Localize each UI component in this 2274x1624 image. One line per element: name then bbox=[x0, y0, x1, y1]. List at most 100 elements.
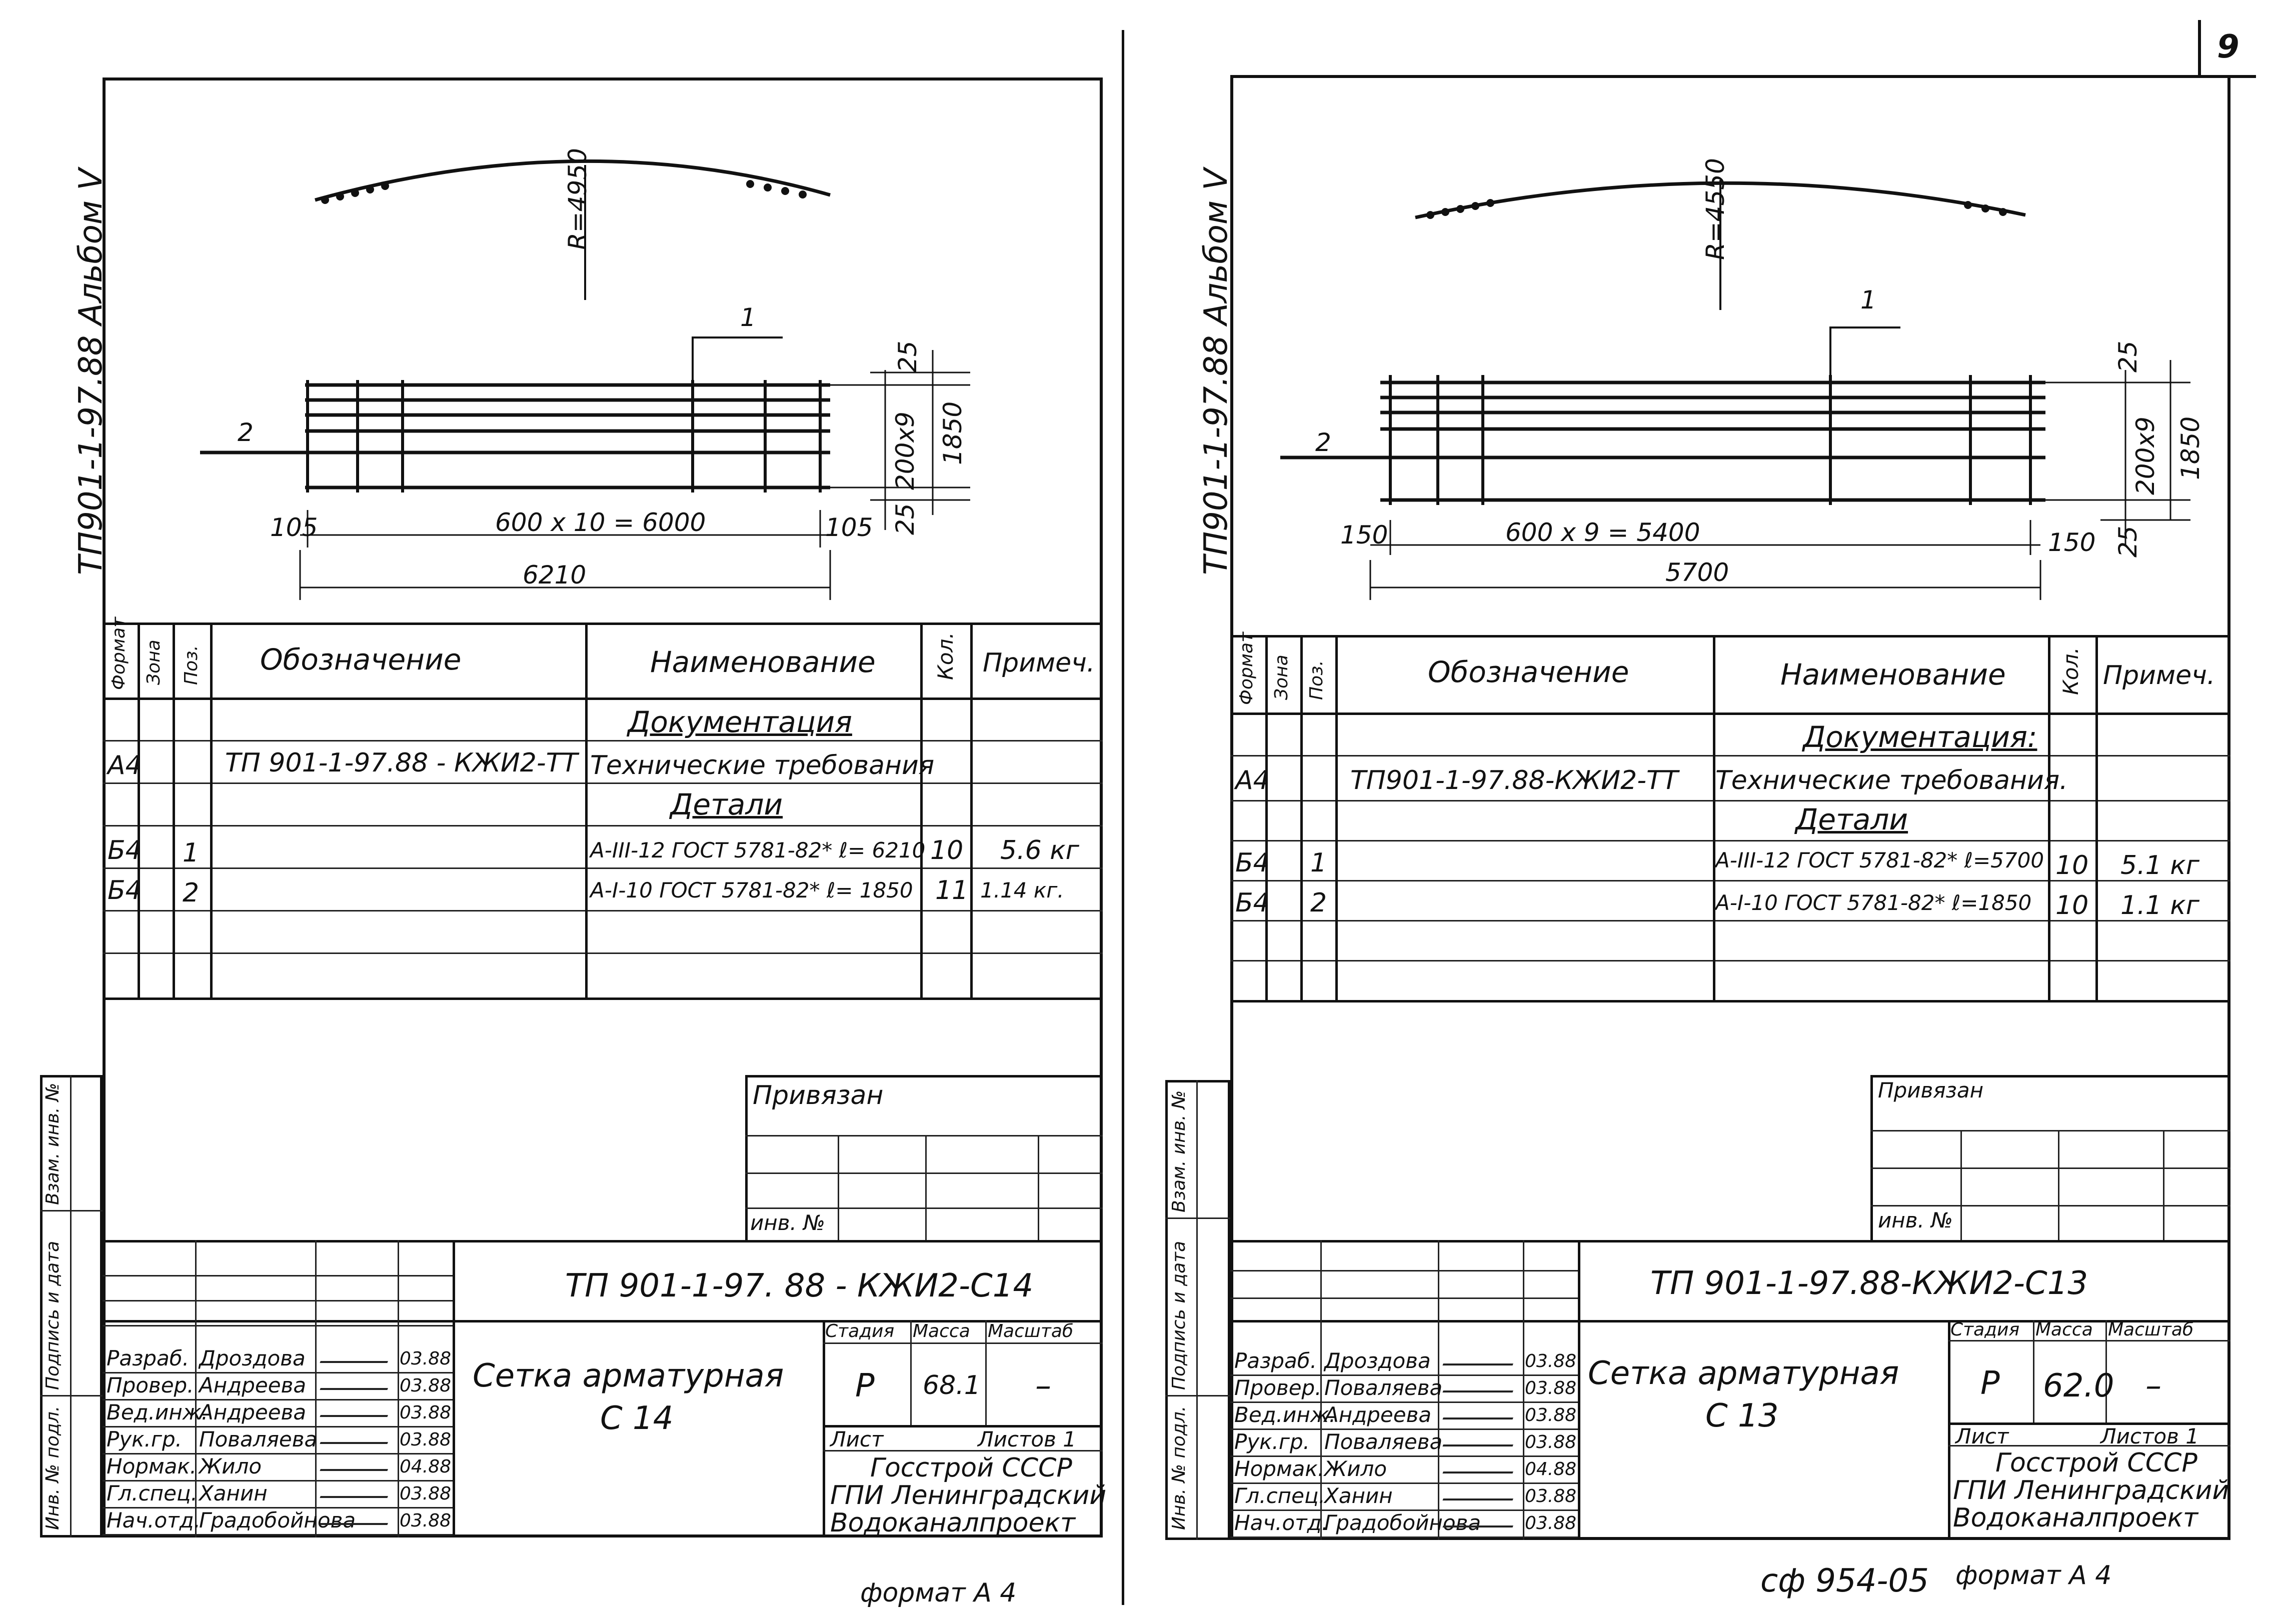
mesh-drawing bbox=[200, 159, 970, 600]
signer-name: Дроздова bbox=[199, 1346, 306, 1370]
signer-role: Разраб. bbox=[107, 1346, 190, 1370]
signature-scribble bbox=[320, 1437, 390, 1444]
stage-header: Стадия bbox=[1950, 1320, 2020, 1340]
spec-header-name: Наименование bbox=[650, 645, 876, 679]
signer-date: 03.88 bbox=[400, 1510, 452, 1531]
spec-row-pos: 1 bbox=[1310, 848, 1327, 878]
spec-row-name: А-I-10 ГОСТ 5781-82* ℓ= 1850 bbox=[590, 878, 913, 902]
signer-date: 03.88 bbox=[1525, 1351, 1577, 1372]
signer-date: 04.88 bbox=[400, 1456, 452, 1477]
list-label: Лист bbox=[1955, 1424, 2009, 1448]
signer-role: Вед.инж. bbox=[107, 1400, 208, 1424]
signer-date: 03.88 bbox=[1525, 1513, 1577, 1534]
spec-header-note: Примеч. bbox=[2103, 660, 2215, 690]
spec-row-name: А-III-12 ГОСТ 5781-82* ℓ= 6210 bbox=[590, 838, 926, 862]
spec-row-qty: 10 bbox=[2055, 890, 2089, 920]
mass-value: 68.1 bbox=[923, 1370, 981, 1400]
spec-row-name: Детали bbox=[670, 788, 783, 822]
mass-header: Масса bbox=[2035, 1320, 2093, 1340]
spec-row-name: Документация: bbox=[1803, 720, 2037, 754]
signer-row-line bbox=[1230, 1456, 1578, 1457]
dim-left-end: 105 bbox=[270, 513, 318, 542]
signer-role: Провер. bbox=[1234, 1376, 1322, 1400]
spec-header-qty: Кол. bbox=[2058, 647, 2083, 695]
doc-title-sub: С 14 bbox=[600, 1400, 674, 1437]
dim-top: 25 bbox=[2113, 340, 2142, 372]
scale-value: – bbox=[1035, 1368, 1051, 1404]
signer-row-line bbox=[103, 1399, 453, 1400]
spec-row-name: Документация bbox=[628, 705, 852, 739]
spec-row-qty: 11 bbox=[935, 876, 969, 906]
side-stamp-sep-2 bbox=[1165, 1395, 1230, 1396]
spec-row-designation: ТП901-1-97.88-КЖИ2-ТТ bbox=[1350, 766, 1678, 796]
stage-header: Стадия bbox=[825, 1321, 895, 1342]
signer-row-line bbox=[103, 1453, 453, 1454]
spec-row-pos: 2 bbox=[183, 878, 200, 908]
signer-role: Нач.отд. bbox=[1234, 1510, 1329, 1535]
signer-name: Андреева bbox=[199, 1373, 307, 1398]
dim-span: 600 х 10 = 6000 bbox=[495, 508, 706, 537]
callout-1: 1 bbox=[1860, 286, 1876, 314]
sheet-frame bbox=[1230, 75, 2230, 1540]
signer-role: Гл.спец. bbox=[107, 1481, 198, 1506]
spec-row-name: А-III-12 ГОСТ 5781-82* ℓ=5700 bbox=[1715, 848, 2044, 872]
mass-value: 62.0 bbox=[2043, 1368, 2114, 1404]
spec-top-line bbox=[1230, 635, 2230, 638]
signature-scribble bbox=[1442, 1494, 1515, 1500]
signer-role: Гл.спец. bbox=[1234, 1484, 1325, 1508]
signature-scribble bbox=[1442, 1466, 1515, 1474]
sheets-count: Листов 1 bbox=[978, 1427, 1076, 1452]
title-block-top bbox=[103, 1240, 1103, 1242]
spec-bottom-line bbox=[1230, 1000, 2230, 1002]
signature-scribble bbox=[1442, 1358, 1515, 1366]
dim-right-end: 105 bbox=[825, 513, 873, 542]
doc-title-sub: С 13 bbox=[1705, 1398, 1779, 1434]
title-block-top bbox=[1230, 1240, 2230, 1242]
signature-scribble bbox=[320, 1383, 390, 1390]
privyazan-label: Привязан bbox=[753, 1080, 884, 1110]
signer-date: 03.88 bbox=[1525, 1378, 1577, 1398]
signer-date: 03.88 bbox=[400, 1430, 452, 1450]
side-stamp bbox=[1165, 1080, 1230, 1540]
spec-row-format: А4 bbox=[1235, 766, 1270, 796]
side-stamp-sep-1 bbox=[40, 1210, 103, 1212]
mesh-drawing bbox=[1280, 180, 2190, 600]
signature-scribble bbox=[1442, 1386, 1515, 1392]
privyazan-block bbox=[745, 1075, 1103, 1240]
inv-no-label: инв. № bbox=[1878, 1208, 1953, 1232]
spec-row-format: Б4 bbox=[108, 836, 142, 866]
signer-date: 03.88 bbox=[400, 1376, 452, 1396]
spec-top-line bbox=[103, 622, 1103, 625]
doc-code: ТП 901-1-97.88-КЖИ2-С13 bbox=[1650, 1265, 2088, 1302]
spec-header-designation: Обозначение bbox=[260, 642, 462, 676]
signer-date: 03.88 bbox=[1525, 1432, 1577, 1452]
signer-date: 03.88 bbox=[400, 1348, 452, 1369]
bottom-code: сф 954-05 bbox=[1760, 1562, 1929, 1600]
spec-header-format: Формат bbox=[1236, 632, 1257, 705]
dim-mid: 200х9 bbox=[2131, 416, 2160, 495]
spec-row-format: А4 bbox=[108, 750, 142, 780]
dim-total: 6210 bbox=[523, 560, 587, 590]
signature-scribble bbox=[320, 1491, 390, 1498]
signer-date: 04.88 bbox=[1525, 1459, 1577, 1480]
callout-2: 2 bbox=[238, 418, 254, 447]
spec-header-line bbox=[103, 698, 1103, 700]
signer-role: Рук.гр. bbox=[1234, 1430, 1310, 1454]
sheet-frame bbox=[103, 78, 1103, 1538]
bottom-format-right: формат А 4 bbox=[1955, 1560, 2112, 1590]
signer-role: Нормак. bbox=[1234, 1456, 1325, 1481]
callout-2: 2 bbox=[1315, 428, 1331, 457]
list-label: Лист bbox=[830, 1427, 884, 1452]
org-line-1: Госстрой СССР bbox=[1995, 1448, 2197, 1478]
spec-header-designation: Обозначение bbox=[1428, 655, 1629, 689]
org-line-3: Водоканалпроект bbox=[830, 1508, 1076, 1538]
spec-row-pos: 1 bbox=[183, 838, 200, 868]
signature-scribble bbox=[1442, 1412, 1515, 1420]
signer-role: Провер. bbox=[107, 1373, 194, 1398]
signer-row-line bbox=[103, 1507, 453, 1508]
spec-row-qty: 10 bbox=[2055, 850, 2089, 880]
signer-date: 03.88 bbox=[1525, 1405, 1577, 1426]
side-label-inv: Инв. № подл. bbox=[43, 1406, 63, 1530]
signer-row-line bbox=[103, 1426, 453, 1428]
signer-name: Ханин bbox=[199, 1481, 268, 1506]
